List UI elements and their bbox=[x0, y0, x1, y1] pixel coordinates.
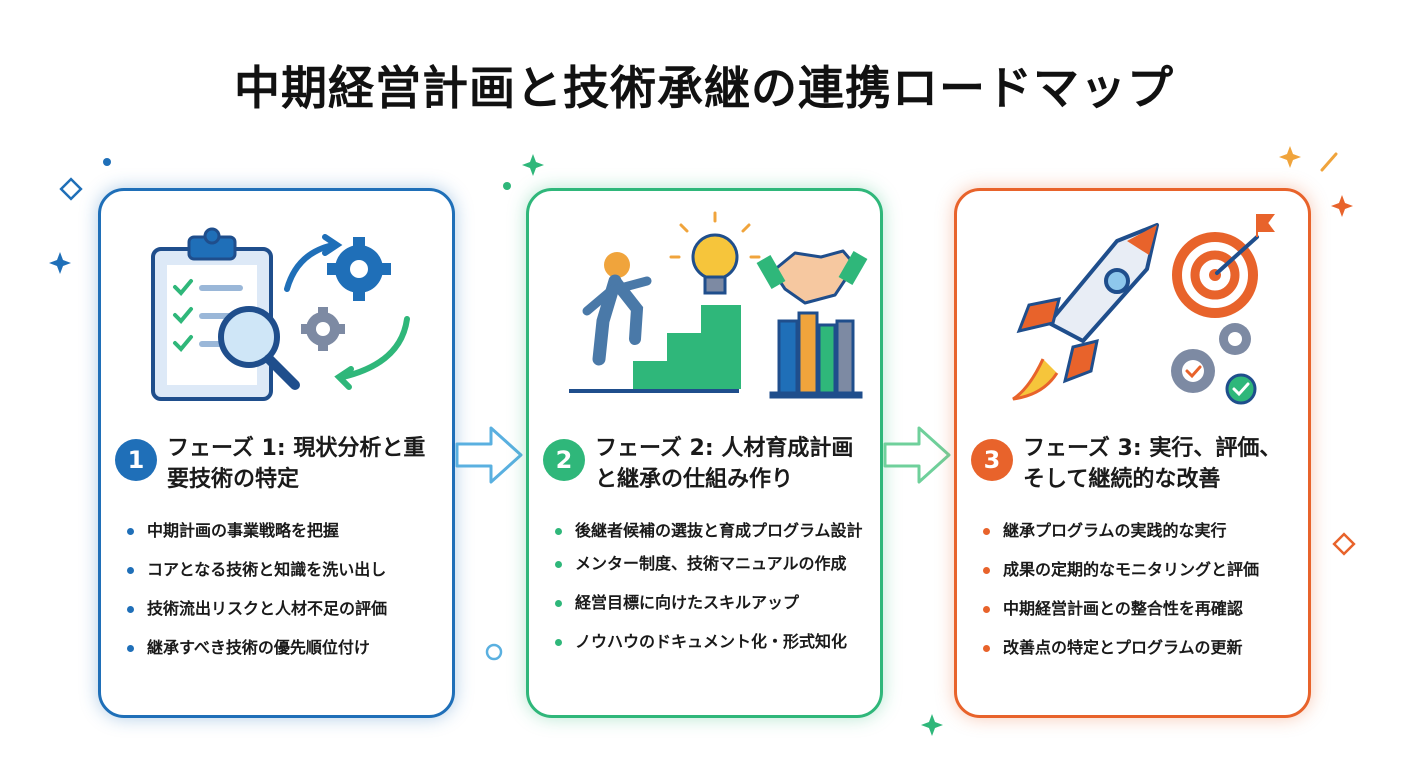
phase-bullet-list: 継承プログラムの実践的な実行 成果の定期的なモニタリングと評価 中期経営計画との… bbox=[983, 521, 1303, 677]
phase-2-card: 2 フェーズ 2: 人材育成計画と継承の仕組み作り 後継者候補の選抜と育成プログ… bbox=[526, 188, 883, 718]
lightbulb-icon bbox=[669, 211, 761, 295]
page-title: 中期経営計画と技術承継の連携ロードマップ bbox=[234, 61, 1174, 115]
sparkle-decoration bbox=[1332, 532, 1356, 556]
bullet-item: メンター制度、技術マニュアルの作成 bbox=[555, 554, 875, 574]
bullet-item: 改善点の特定とプログラムの更新 bbox=[983, 638, 1303, 658]
sparkle-decoration bbox=[503, 154, 544, 190]
magnifier-icon bbox=[218, 306, 300, 390]
phase-bullet-list: 中期計画の事業戦略を把握 コアとなる技術と知識を洗い出し 技術流出リスクと人材不… bbox=[127, 521, 447, 677]
bullet-item: 継承プログラムの実践的な実行 bbox=[983, 521, 1303, 541]
person-climbing-stairs-icon bbox=[569, 252, 741, 393]
bullet-item: ノウハウのドキュメント化・形式知化 bbox=[555, 632, 875, 652]
sparkle-decoration bbox=[1279, 146, 1353, 217]
phase-bullet-list: 後継者候補の選抜と育成プログラム設計 メンター制度、技術マニュアルの作成 経営目… bbox=[555, 521, 875, 671]
bullet-item: 継承すべき技術の優先順位付け bbox=[127, 638, 447, 658]
phase-number-badge: 3 bbox=[971, 439, 1013, 481]
bullet-item: 中期経営計画との整合性を再確認 bbox=[983, 599, 1303, 619]
bullet-item: 経営目標に向けたスキルアップ bbox=[555, 593, 875, 613]
gears-icon bbox=[301, 237, 391, 351]
phase-number-badge: 2 bbox=[543, 439, 585, 481]
bullet-item: 成果の定期的なモニタリングと評価 bbox=[983, 560, 1303, 580]
bullet-item: 後継者候補の選抜と育成プログラム設計 bbox=[555, 521, 875, 541]
phase-3-card: 3 フェーズ 3: 実行、評価、そして継続的な改善 継承プログラムの実践的な実行… bbox=[954, 188, 1311, 718]
arrow-right-icon bbox=[455, 426, 523, 484]
phase-2-illustration bbox=[569, 211, 868, 399]
phase-title: フェーズ 1: 現状分析と重要技術の特定 bbox=[167, 436, 426, 492]
arrow-right-icon bbox=[883, 426, 951, 484]
target-icon bbox=[1172, 214, 1275, 318]
bullet-item: 中期計画の事業戦略を把握 bbox=[127, 521, 447, 541]
sparkle-decoration bbox=[485, 643, 503, 661]
sparkle-decoration bbox=[921, 714, 943, 736]
phase-1-illustration bbox=[151, 227, 410, 401]
books-icon bbox=[769, 311, 863, 399]
rocket-icon bbox=[1012, 223, 1159, 401]
cycle-arrows-icon bbox=[284, 234, 410, 390]
phase-title: フェーズ 3: 実行、評価、そして継続的な改善 bbox=[1023, 436, 1282, 492]
phase-number-badge: 1 bbox=[115, 439, 157, 481]
bullet-item: コアとなる技術と知識を洗い出し bbox=[127, 560, 447, 580]
bullet-item: 技術流出リスクと人材不足の評価 bbox=[127, 599, 447, 619]
gears-check-icon bbox=[1171, 323, 1257, 405]
phase-title: フェーズ 2: 人材育成計画と継承の仕組み作り bbox=[595, 436, 854, 492]
phase-1-card: 1 フェーズ 1: 現状分析と重要技術の特定 中期計画の事業戦略を把握 コアとな… bbox=[98, 188, 455, 718]
phase-3-illustration bbox=[1012, 214, 1275, 405]
sparkle-decoration bbox=[49, 158, 111, 274]
handshake-icon bbox=[756, 249, 868, 305]
